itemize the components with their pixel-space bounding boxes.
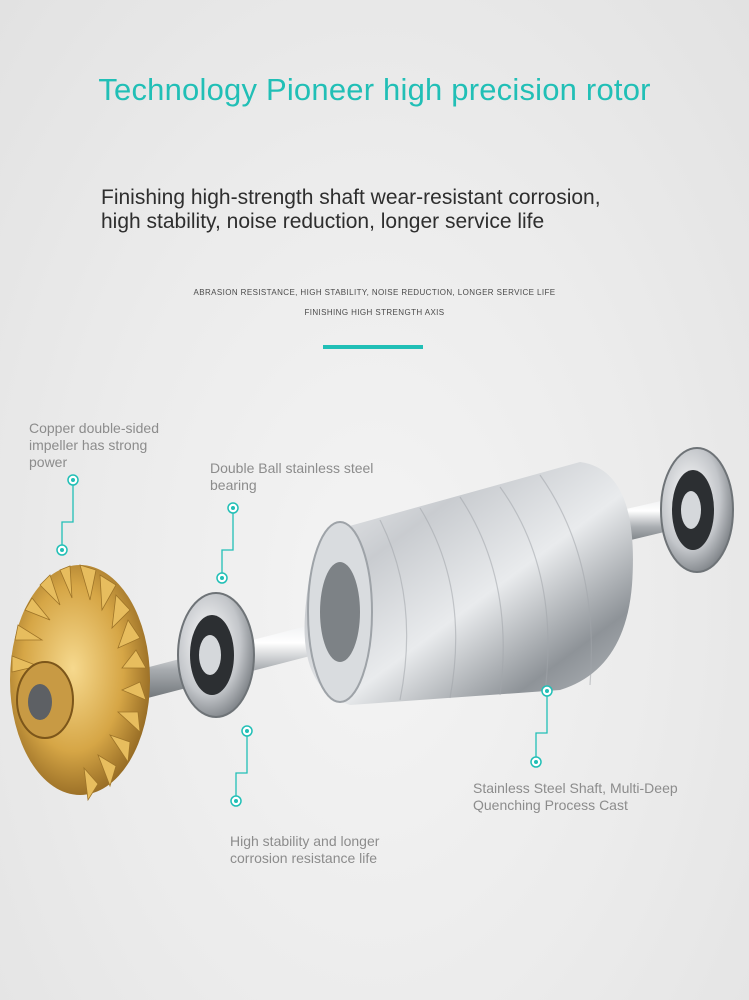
tagline-2: FINISHING HIGH STRENGTH AXIS (304, 308, 445, 317)
shaft-marker-icon (530, 685, 553, 768)
rotor-core (304, 462, 633, 705)
bearing-marker-icon (216, 502, 239, 584)
subtitle-line-2: high stability, noise reduction, longer … (101, 210, 545, 233)
callout-bearing: Double Ball stainless steel bearing (210, 460, 374, 493)
stability-marker-icon (230, 725, 253, 807)
callout-shaft: Stainless Steel Shaft, Multi-Deep Quench… (473, 780, 678, 813)
page-subtitle: Finishing high-strength shaft wear-resis… (101, 186, 701, 234)
copper-impeller (10, 564, 150, 802)
callout-impeller: Copper double-sided impeller has strong … (29, 420, 159, 470)
right-bearing (660, 447, 734, 573)
accent-divider (323, 345, 423, 349)
impeller-marker-icon (56, 474, 79, 556)
left-bearing (177, 592, 255, 718)
rotor-illustration (10, 447, 734, 807)
page-title: Technology Pioneer high precision rotor (98, 72, 651, 107)
callout-lines (61, 480, 548, 801)
callout-dots (56, 474, 553, 807)
subtitle-line-1: Finishing high-strength shaft wear-resis… (101, 186, 601, 209)
callout-stability: High stability and longer corrosion resi… (230, 833, 380, 866)
tagline-1: ABRASION RESISTANCE, HIGH STABILITY, NOI… (193, 288, 556, 297)
